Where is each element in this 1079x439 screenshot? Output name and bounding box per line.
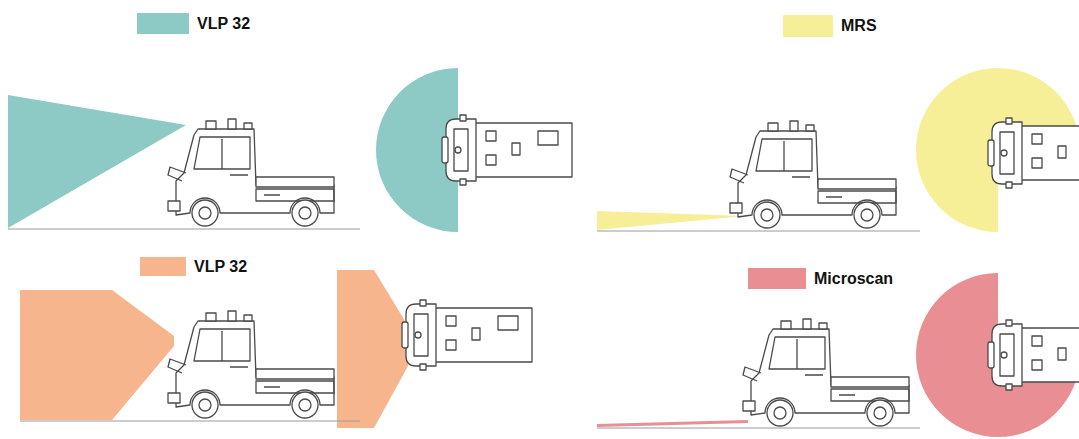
legend-text: VLP 32 [197, 15, 250, 33]
legend-swatch [137, 13, 189, 34]
legend-swatch [140, 257, 186, 276]
legend-entry: Microscan [748, 268, 893, 289]
legend-entry: MRS [783, 15, 877, 37]
legend-entry: VLP 32 [140, 257, 247, 276]
legend-swatch [748, 268, 806, 289]
legend-text: Microscan [814, 270, 893, 288]
legend-entry: VLP 32 [137, 13, 250, 34]
legend-text: MRS [841, 17, 877, 35]
legend-text: VLP 32 [194, 258, 247, 276]
legend-swatch [783, 15, 833, 37]
